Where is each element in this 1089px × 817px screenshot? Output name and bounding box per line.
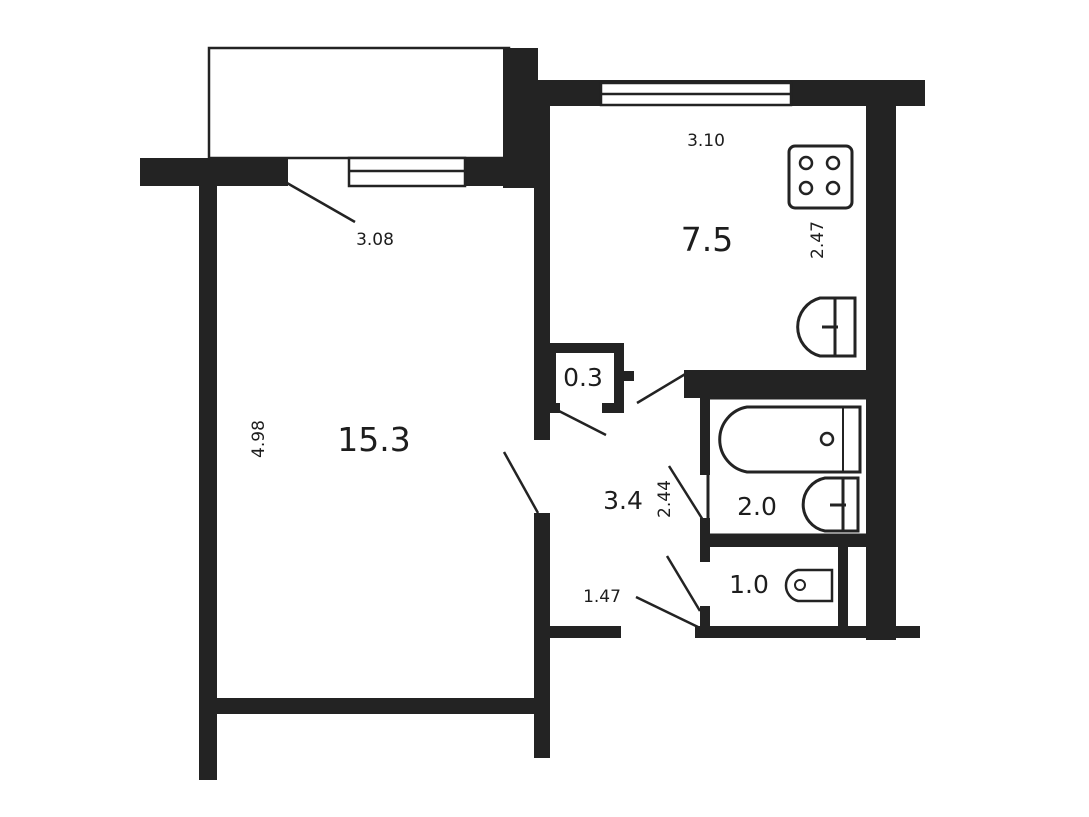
kitchen-width-label: 3.10 (687, 131, 725, 151)
bathroom-sink-icon (801, 476, 860, 533)
hall-width-leader (635, 595, 699, 629)
hall-width-label: 1.47 (583, 587, 621, 607)
stove-icon (787, 144, 854, 210)
bathroom-walls (546, 370, 920, 638)
toilet-door (665, 555, 702, 612)
bathroom-door (667, 465, 705, 521)
kitchen (550, 106, 866, 370)
living-length-label: 4.98 (249, 420, 269, 458)
kitchen-sink-icon (796, 296, 857, 358)
closet-walls (546, 343, 634, 413)
kitchen-length-label: 2.47 (808, 221, 828, 259)
living-room-area: 15.3 (337, 420, 410, 459)
living-width-leader (286, 181, 356, 224)
closet-area: 0.3 (563, 363, 603, 392)
kitchen-area: 7.5 (681, 220, 733, 259)
bathroom-inner-frame (706, 396, 870, 537)
hall-length-label: 2.44 (655, 480, 675, 518)
living-room-door (502, 451, 540, 514)
bathtub-icon (718, 405, 862, 474)
toilet-icon (784, 568, 834, 603)
outer-wall-right (878, 106, 896, 640)
bathroom-area: 2.0 (737, 492, 777, 521)
closet-door (556, 408, 607, 437)
kitchen-door (636, 371, 688, 405)
living-width-label: 3.08 (356, 230, 394, 250)
balcony-outline (207, 46, 511, 160)
balcony-pillar (503, 48, 538, 188)
living-room (217, 186, 534, 698)
hall-area: 3.4 (603, 486, 643, 515)
toilet-area: 1.0 (729, 570, 769, 599)
